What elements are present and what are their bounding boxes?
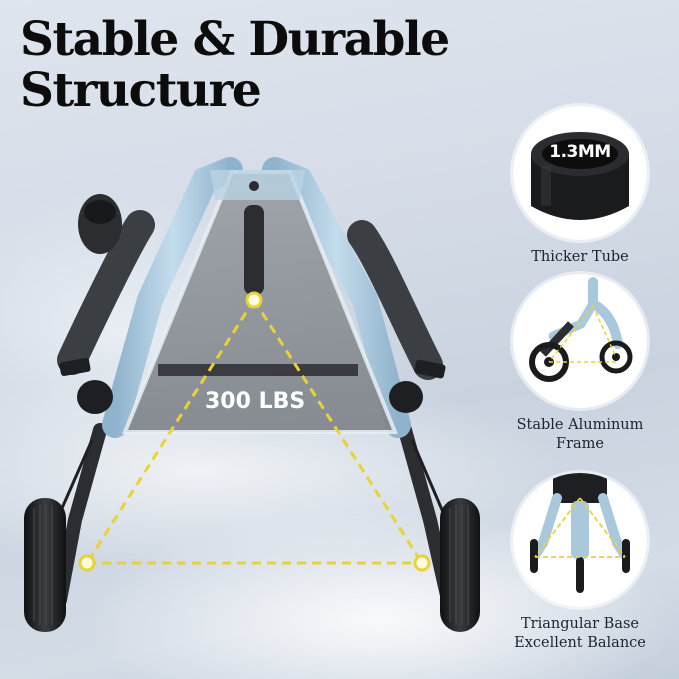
tube-thickness-badge: 1.3MM bbox=[549, 142, 611, 162]
headline-line-1: Stable & Durable bbox=[20, 12, 450, 67]
aluminum-frame-icon bbox=[513, 274, 647, 408]
feature-caption: Triangular Base Excellent Balance bbox=[514, 616, 646, 651]
triangle-left-point bbox=[78, 554, 96, 572]
left-wheel bbox=[24, 498, 66, 632]
right-wheel bbox=[440, 498, 480, 632]
stability-triangle bbox=[78, 291, 431, 572]
triangle-top-point bbox=[245, 291, 263, 309]
right-cup-holder bbox=[389, 381, 423, 413]
right-handle bbox=[347, 220, 446, 380]
headline: Stable & Durable Structure bbox=[20, 12, 450, 118]
left-cup-holder bbox=[77, 380, 113, 414]
feature-triangular-base: Triangular Base Excellent Balance bbox=[500, 473, 660, 653]
left-handle bbox=[57, 194, 155, 377]
feature-thicker-tube: 1.3MM Thicker Tube bbox=[500, 106, 660, 267]
feature-aluminum-frame: Stable Aluminum Frame bbox=[500, 274, 660, 454]
triangular-base-icon bbox=[513, 473, 647, 607]
load-capacity-label: 300 LBS bbox=[205, 389, 306, 414]
rear-legs bbox=[46, 423, 457, 607]
feature-caption: Stable Aluminum Frame bbox=[516, 417, 644, 452]
front-fork bbox=[244, 181, 264, 295]
headline-line-2: Structure bbox=[20, 63, 262, 118]
tube-icon: 1.3MM bbox=[513, 106, 647, 240]
triangle-right-point bbox=[413, 554, 431, 572]
feature-caption: Thicker Tube bbox=[531, 249, 629, 265]
